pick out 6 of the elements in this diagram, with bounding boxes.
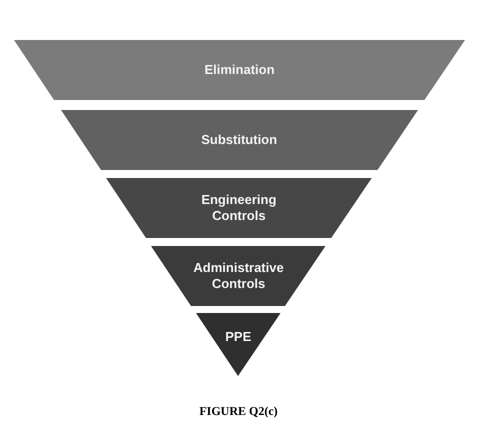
band-label: Elimination: [204, 62, 275, 78]
band-label: Substitution: [201, 132, 278, 148]
band-label: PPE: [225, 328, 252, 345]
band-label: Administrative Controls: [192, 260, 285, 292]
band-label: Engineering Controls: [200, 192, 278, 224]
figure-caption: FIGURE Q2(c): [199, 404, 278, 419]
